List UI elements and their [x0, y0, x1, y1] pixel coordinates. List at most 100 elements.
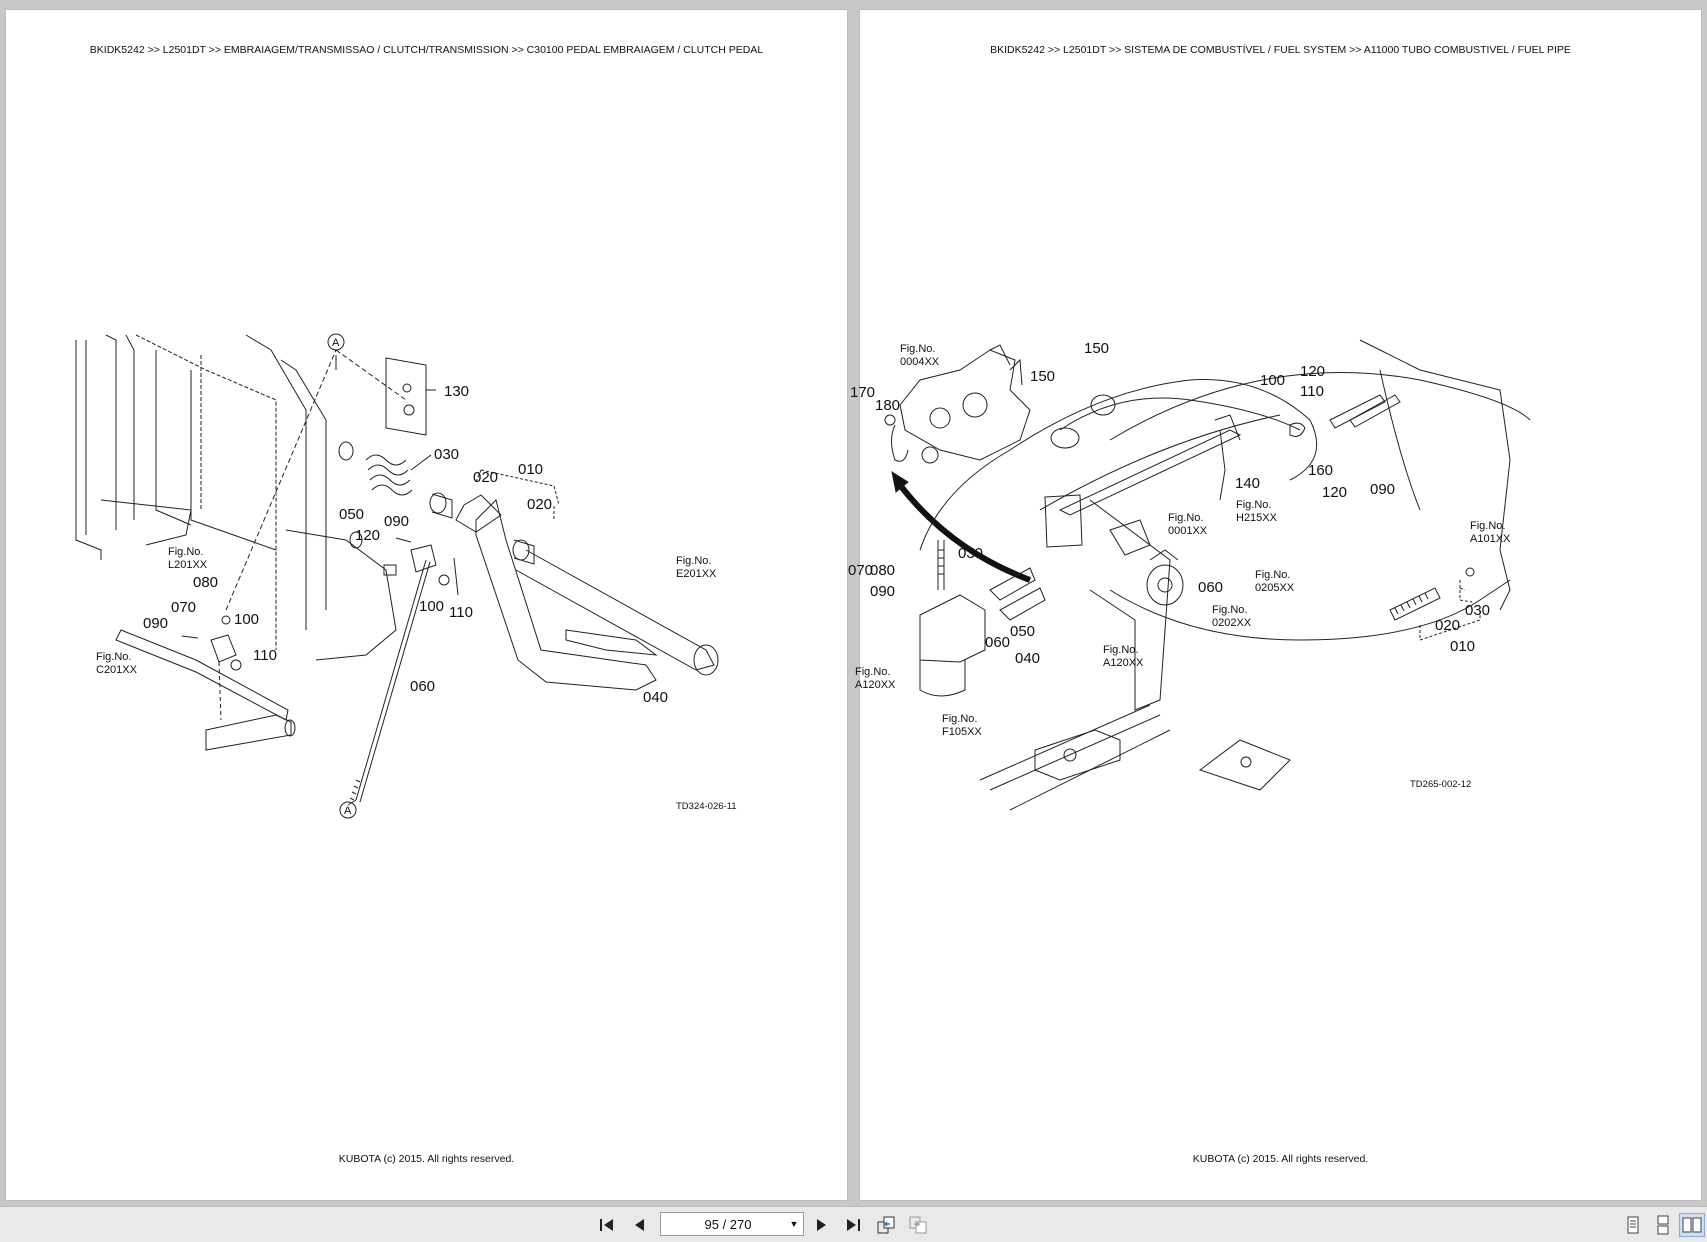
go-back-button[interactable]	[873, 1213, 899, 1237]
callout-120: 120	[355, 527, 380, 544]
left-page-footer: KUBOTA (c) 2015. All rights reserved.	[338, 1153, 515, 1165]
fig-ref-code-l201xx: L201XX	[168, 559, 208, 571]
page-number-text: 95 / 270	[704, 1216, 752, 1232]
fuel-pipe-drawing: 150 150 170 180 100 120 110 160 090 140 …	[848, 339, 1531, 811]
previous-page-button[interactable]	[627, 1213, 653, 1237]
fig-ref-label: Fig.No.	[1168, 512, 1203, 524]
callout-150-b: 150	[1030, 368, 1055, 385]
callout-070: 070	[171, 599, 196, 616]
callout-a-top: A	[332, 337, 340, 349]
callout-100-b: 100	[234, 611, 259, 628]
callout-020: 020	[1435, 617, 1460, 634]
callout-120: 120	[1300, 363, 1325, 380]
continuous-view-button[interactable]	[1650, 1213, 1676, 1237]
fuel-pipe-diagram: 150 150 170 180 100 120 110 160 090 140 …	[848, 310, 1701, 930]
previous-page-icon	[635, 1219, 644, 1231]
callout-040: 040	[1015, 650, 1040, 667]
right-page: BKIDK5242 >> L2501DT >> SISTEMA DE COMBU…	[848, 10, 1701, 1200]
fig-ref-label: Fig.No.	[1470, 520, 1505, 532]
callout-030: 030	[958, 545, 983, 562]
fig-ref-label: Fig.No.	[676, 555, 711, 567]
fig-ref-label: Fig.No.	[1255, 569, 1290, 581]
first-page-button[interactable]	[594, 1213, 620, 1237]
callout-050: 050	[339, 506, 364, 523]
left-page-header: BKIDK5242 >> L2501DT >> EMBRAIAGEM/TRANS…	[89, 44, 764, 56]
callout-030-b: 030	[1465, 602, 1490, 619]
callout-070: 070	[848, 562, 873, 579]
fig-ref-label: Fig.No.	[855, 666, 890, 678]
callout-040: 040	[643, 689, 668, 706]
facing-pages-view-button[interactable]	[1679, 1213, 1705, 1237]
callout-130: 130	[444, 383, 469, 400]
single-page-view-icon	[1627, 1216, 1639, 1234]
fig-ref-label: Fig.No.	[1236, 499, 1271, 511]
fig-ref-code-0001xx: 0001XX	[1168, 525, 1208, 537]
clutch-pedal-drawing: 130 030 020 010 020 050 090 120 100 110 …	[75, 333, 737, 819]
callout-080: 080	[193, 574, 218, 591]
fig-ref-code-0004xx: 0004XX	[900, 356, 940, 368]
facing-pages-view-icon	[1682, 1217, 1702, 1233]
continuous-view-icon	[1657, 1215, 1669, 1235]
callout-110-b: 110	[253, 647, 277, 664]
last-page-icon	[847, 1219, 860, 1231]
callout-010: 010	[518, 461, 543, 478]
fig-ref-code-a101xx: A101XX	[1470, 533, 1511, 545]
drawing-code: TD324-026-11	[676, 801, 737, 812]
right-page-footer: KUBOTA (c) 2015. All rights reserved.	[1192, 1153, 1369, 1165]
callout-110: 110	[1300, 383, 1324, 400]
go-forward-icon	[909, 1216, 927, 1234]
next-page-button[interactable]	[808, 1213, 834, 1237]
callout-080: 080	[870, 562, 895, 579]
drawing-code: TD265-002-12	[1410, 779, 1471, 790]
callout-060: 060	[410, 678, 435, 695]
go-back-icon	[877, 1216, 895, 1234]
callout-180: 180	[875, 397, 900, 414]
fig-ref-label: Fig.No.	[1103, 644, 1138, 656]
callout-030: 030	[434, 446, 459, 463]
last-page-button[interactable]	[840, 1213, 866, 1237]
callout-060-b: 060	[985, 634, 1010, 651]
page-number-field[interactable]: 95 / 270 ▼	[660, 1212, 804, 1236]
ref-circle-a-bottom	[339, 801, 357, 819]
callout-090-b: 090	[143, 615, 168, 632]
callout-100: 100	[419, 598, 444, 615]
next-page-icon	[817, 1219, 826, 1231]
fig-ref-label: Fig.No.	[942, 713, 977, 725]
callout-a-bottom: A	[344, 805, 352, 817]
clutch-pedal-diagram: 130 030 020 010 020 050 090 120 100 110 …	[6, 310, 847, 930]
callout-050: 050	[1010, 623, 1035, 640]
first-page-icon	[600, 1219, 613, 1231]
callout-090: 090	[384, 513, 409, 530]
chevron-down-icon[interactable]: ▼	[789, 1219, 799, 1229]
fig-ref-code-0205xx: 0205XX	[1255, 582, 1295, 594]
right-page-header: BKIDK5242 >> L2501DT >> SISTEMA DE COMBU…	[990, 44, 1571, 56]
left-page: BKIDK5242 >> L2501DT >> EMBRAIAGEM/TRANS…	[6, 10, 847, 1200]
fig-ref-label: Fig.No.	[168, 546, 203, 558]
callout-090-b: 090	[870, 583, 895, 600]
fig-ref-code-a120xx-b: A120XX	[855, 679, 896, 691]
callout-160: 160	[1308, 462, 1333, 479]
viewer-toolbar: 95 / 270 ▼	[0, 1206, 1707, 1242]
callout-170: 170	[850, 384, 875, 401]
ref-circle-a-top	[327, 333, 345, 351]
callout-060: 060	[1198, 579, 1223, 596]
callout-140: 140	[1235, 475, 1260, 492]
fig-ref-code-h215xx: H215XX	[1236, 512, 1278, 524]
callout-090: 090	[1370, 481, 1395, 498]
callout-020-b: 020	[527, 496, 552, 513]
single-page-view-button[interactable]	[1620, 1213, 1646, 1237]
callout-110: 110	[449, 604, 473, 621]
fig-ref-label: Fig.No.	[1212, 604, 1247, 616]
fig-ref-code-0202xx: 0202XX	[1212, 617, 1252, 629]
fig-ref-code-a120xx: A120XX	[1103, 657, 1144, 669]
fig-ref-code-f105xx: F105XX	[942, 726, 982, 738]
fig-ref-label: Fig.No.	[900, 343, 935, 355]
callout-020: 020	[473, 469, 498, 486]
callout-150: 150	[1084, 340, 1109, 357]
fig-ref-code-e201xx: E201XX	[676, 568, 717, 580]
callout-120-b: 120	[1322, 484, 1347, 501]
callout-010: 010	[1450, 638, 1475, 655]
fig-ref-label: Fig.No.	[96, 651, 131, 663]
callout-100: 100	[1260, 372, 1285, 389]
go-forward-button[interactable]	[905, 1213, 931, 1237]
